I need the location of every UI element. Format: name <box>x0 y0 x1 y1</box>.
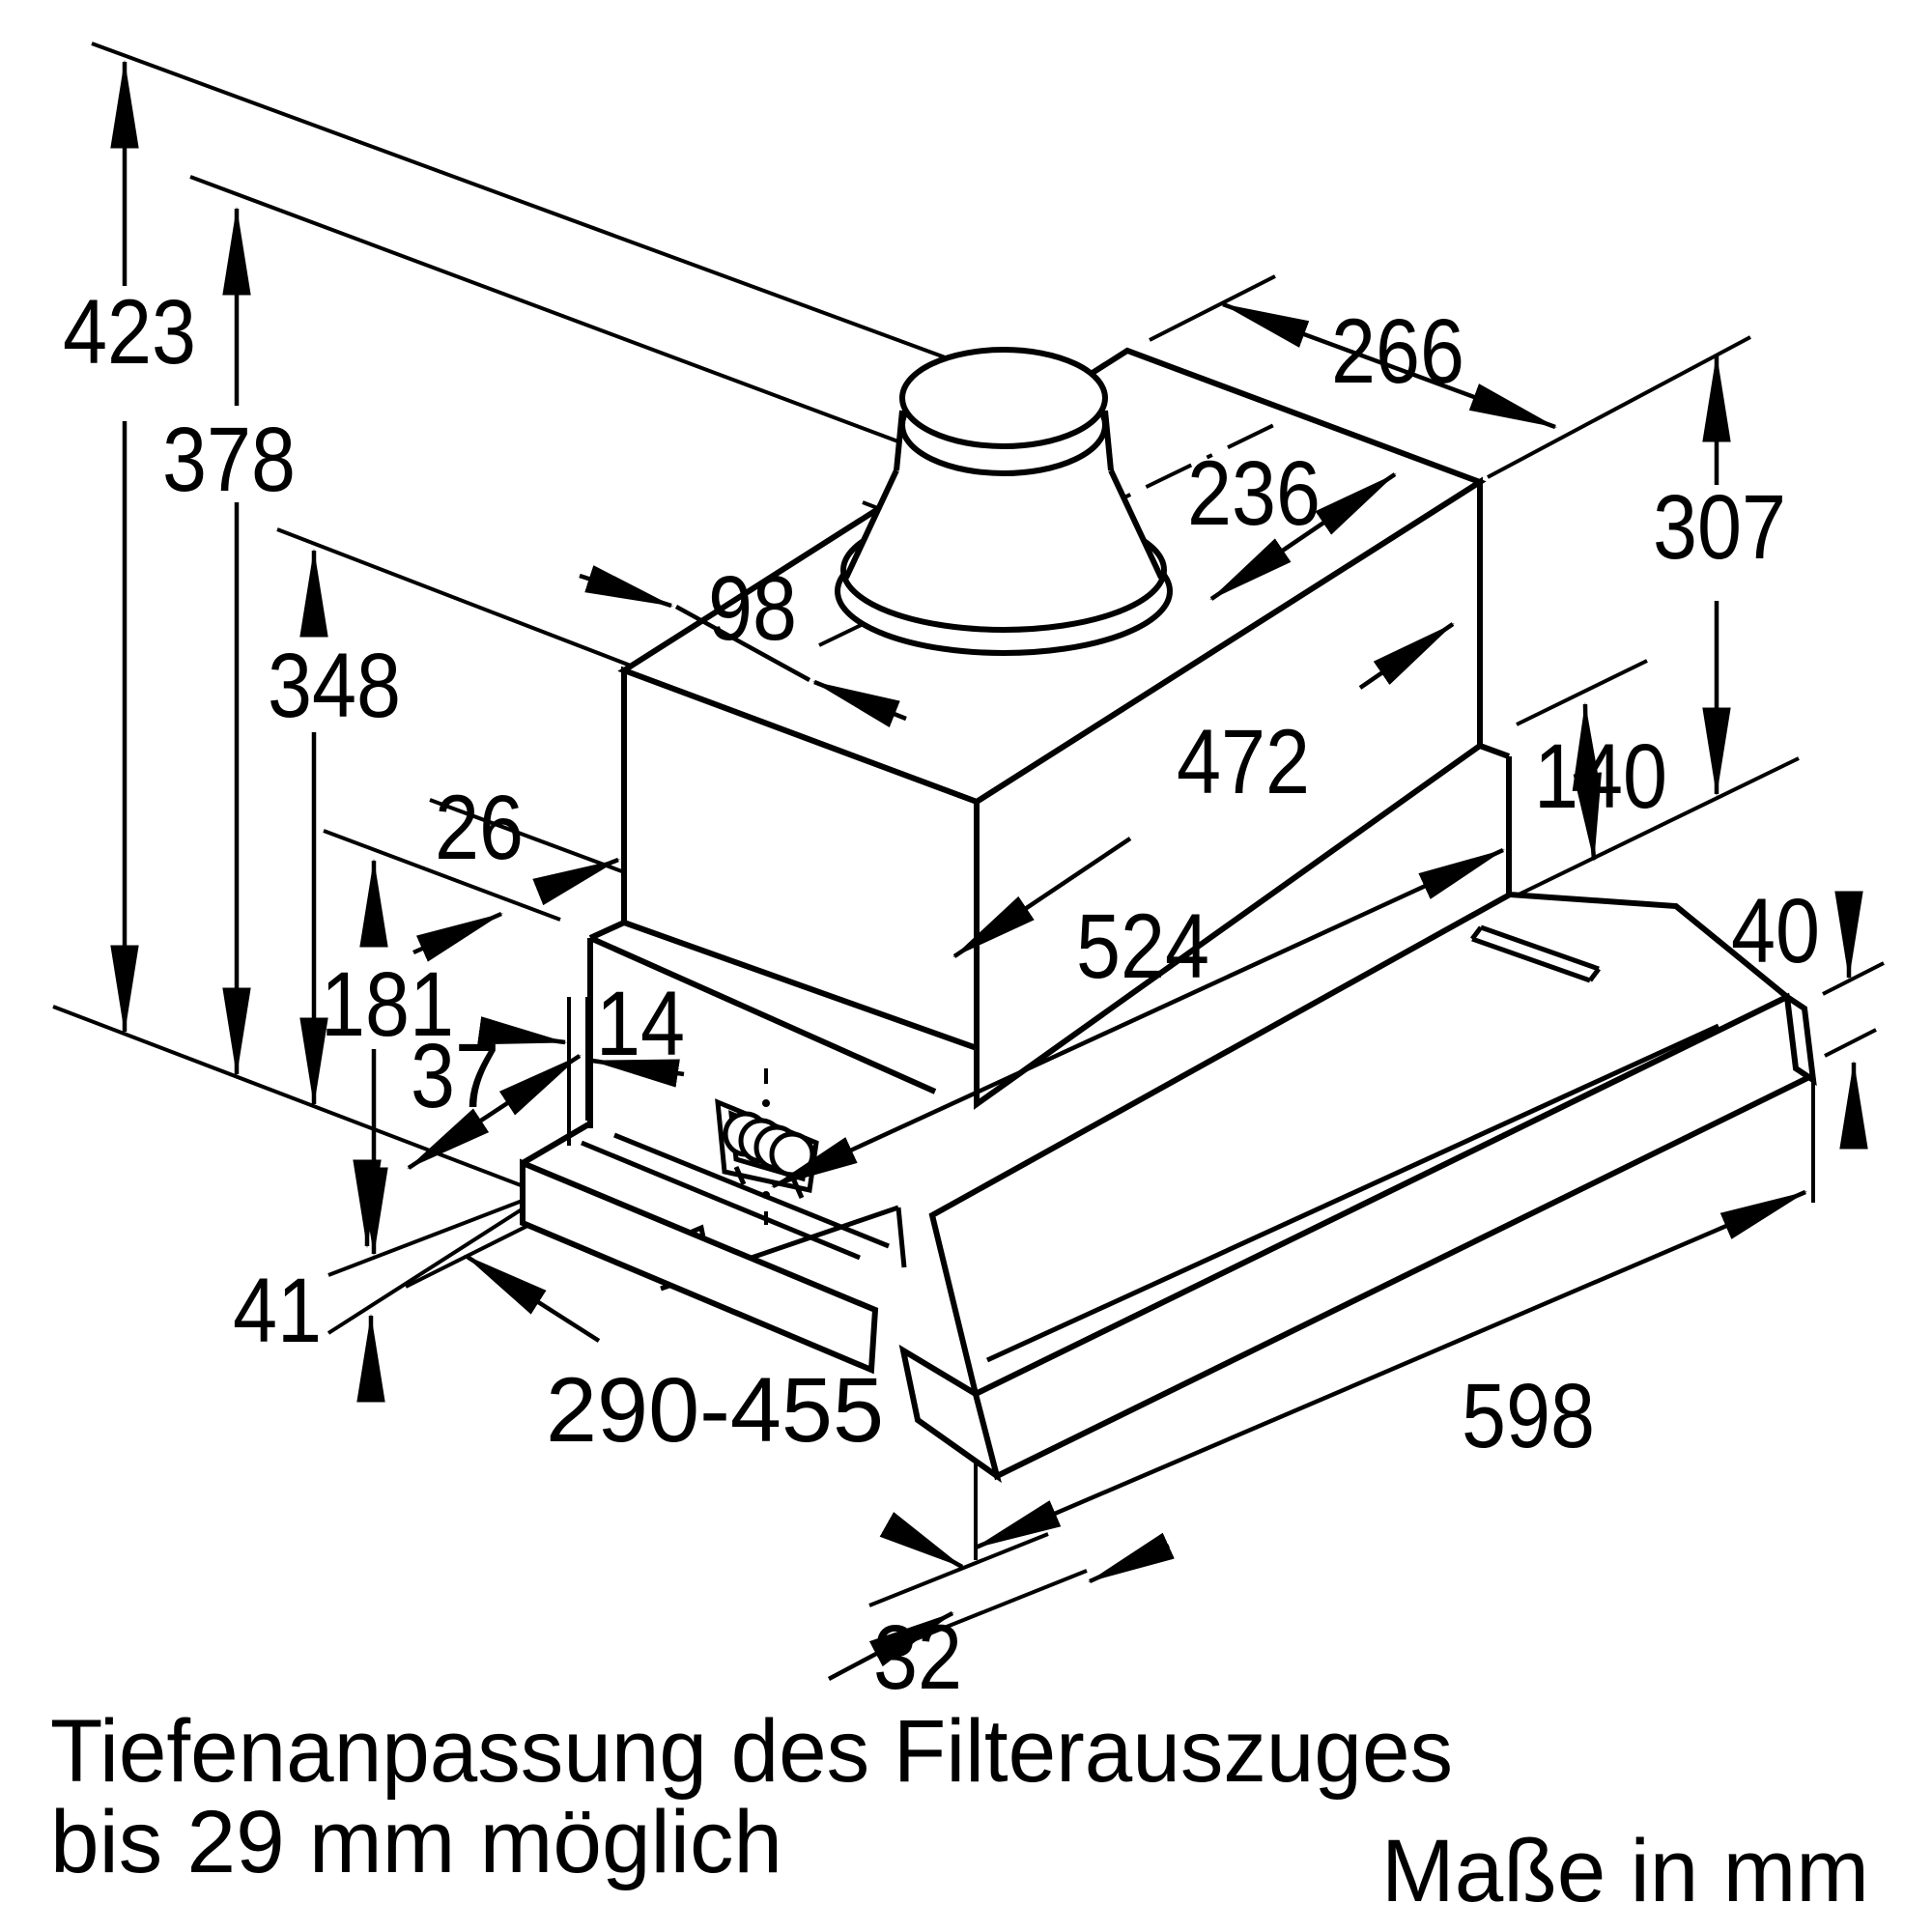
dimension-140 <box>1572 701 1602 863</box>
label-140: 140 <box>1534 725 1667 828</box>
duct-collar <box>835 347 1173 656</box>
label-378: 378 <box>162 409 296 511</box>
caption-line2: bis 29 mm möglich <box>50 1793 782 1891</box>
label-40: 40 <box>1731 880 1820 982</box>
ext-line-40-bottom <box>1824 1028 1877 1058</box>
collar-cone-right-edge <box>1108 469 1164 580</box>
label-37: 37 <box>411 1025 499 1127</box>
dimension-label-texts: 423 378 348 26 181 37 14 41 98 236 266 3… <box>63 281 1820 1709</box>
collar-top-opening <box>899 347 1108 449</box>
collar-cone-fill <box>846 470 1161 578</box>
switch-centerline-dot-top <box>762 1099 770 1107</box>
label-472: 472 <box>1177 711 1310 813</box>
dimension-524 <box>770 847 1506 1189</box>
dimension-37 <box>407 1054 582 1170</box>
label-236: 236 <box>1187 442 1321 545</box>
chassis-side-face <box>520 1158 879 1375</box>
label-348: 348 <box>268 635 401 737</box>
dimension-26 <box>412 857 621 962</box>
label-41: 41 <box>233 1260 322 1362</box>
ext-line-140-top <box>1516 659 1648 726</box>
label-181: 181 <box>321 953 454 1056</box>
label-598: 598 <box>1462 1365 1595 1467</box>
units-note: Maße in mm <box>1381 1822 1869 1920</box>
dimension-41 <box>353 1159 385 1403</box>
dimension-236 <box>1209 472 1397 601</box>
label-26: 26 <box>435 777 524 879</box>
ext-line-266-left <box>1149 274 1276 342</box>
caption-line1: Tiefenanpassung des Filterauszuges <box>50 1702 1453 1801</box>
label-423: 423 <box>63 281 196 384</box>
label-266: 266 <box>1331 300 1464 403</box>
chassis <box>520 1121 879 1375</box>
label-32: 32 <box>873 1606 962 1709</box>
dimension-32 <box>827 1532 1175 1681</box>
dimension-598 <box>973 1189 1808 1550</box>
chassis-top-edge <box>521 1121 592 1166</box>
captions: Tiefenanpassung des Filterauszuges bis 2… <box>50 1702 1869 1920</box>
dimension-14 <box>477 1016 685 1088</box>
collar-cone-left-edge <box>843 469 899 580</box>
switch-foot-left <box>733 1165 747 1186</box>
dimension-266 <box>1220 301 1558 430</box>
ext-line-307-top <box>1487 335 1751 479</box>
dimension-lines <box>110 59 1868 1681</box>
drawer-rail-end-cap <box>1783 990 1817 1087</box>
ext-line-40-top <box>1822 961 1885 996</box>
ext-line-307-bottom <box>1514 756 1800 898</box>
dimension-40 <box>1834 891 1868 1150</box>
label-14: 14 <box>596 973 685 1075</box>
label-307: 307 <box>1653 476 1786 579</box>
label-98: 98 <box>708 557 797 660</box>
dimension-98 <box>579 565 907 727</box>
label-524: 524 <box>1076 895 1209 998</box>
ext-line-collar-top-level <box>91 42 967 367</box>
ext-line-378-level <box>189 175 969 469</box>
label-290-455: 290-455 <box>546 1359 884 1462</box>
control-switch <box>715 1068 819 1225</box>
ext-line-41-lower <box>327 1208 524 1335</box>
ext-line-32-upper <box>868 1532 1049 1607</box>
dimension-290-455 <box>464 1254 965 1569</box>
ext-line-26-lower <box>323 829 561 922</box>
